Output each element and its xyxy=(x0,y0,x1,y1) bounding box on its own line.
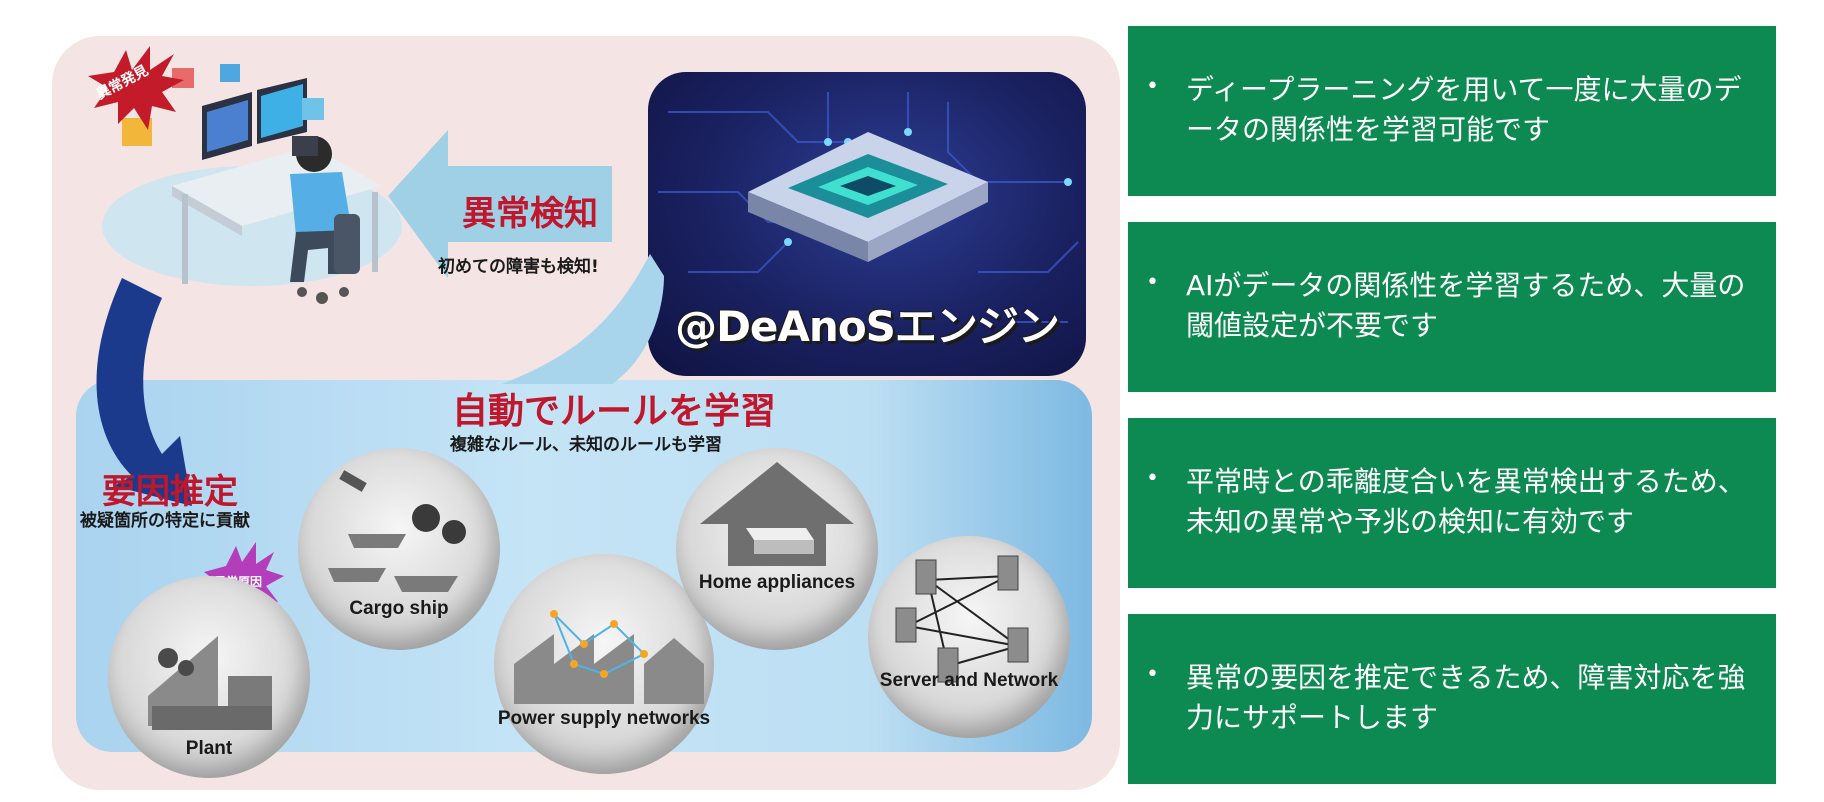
power-grid-icon xyxy=(514,610,704,704)
engine-name: @DeAnoSエンジン xyxy=(675,302,1060,351)
auto-learning-title: 自動でルールを学習 xyxy=(452,391,777,432)
domain-home-appliances-label: Home appliances xyxy=(698,572,856,593)
feature-text: 異常の要因を推定できるため、障害対応を強力にサポートします xyxy=(1186,661,1746,734)
domain-plant: Plant xyxy=(108,576,310,778)
bullet: • xyxy=(1146,74,1159,99)
cause-arrow xyxy=(96,278,192,506)
domain-power-supply-label: Power supply networks xyxy=(497,708,711,729)
anomaly-detection-subtitle: 初めての障害も検知! xyxy=(438,257,599,277)
domain-cargo-ship-label: Cargo ship xyxy=(349,598,449,619)
detection-arrow xyxy=(388,130,612,278)
plant-icon xyxy=(148,636,272,730)
domain-home-appliances: Home appliances xyxy=(676,448,878,650)
circuit-board-icon xyxy=(658,92,1079,323)
feature-text: AIがデータの関係性を学習するため、大量の閾値設定が不要です xyxy=(1186,269,1746,342)
cause-estimation-title: 要因推定 xyxy=(102,472,238,512)
feature-text: ディープラーニングを用いて一度に大量のデータの関係性を学習可能です xyxy=(1186,73,1742,146)
feature-text: 平常時との乖離度合いを異常検出するため、未知の異常や予兆の検知に有効です xyxy=(1186,465,1746,538)
bullet: • xyxy=(1146,270,1159,295)
cargo-ship-icon xyxy=(328,470,466,592)
domain-cargo-ship: Cargo ship xyxy=(298,448,500,650)
feature-box-deep-learning: • ディープラーニングを用いて一度に大量のデータの関係性を学習可能です xyxy=(1128,26,1776,196)
domain-power-supply: Power supply networks xyxy=(494,554,714,774)
cause-estimation-subtitle: 被疑箇所の特定に貢献 xyxy=(80,511,250,531)
server-network-icon xyxy=(895,555,1029,683)
learning-arrow xyxy=(502,254,664,384)
bullet: • xyxy=(1146,662,1159,687)
anomaly-found-burst xyxy=(88,46,184,130)
home-appliance-icon xyxy=(700,462,854,566)
anomaly-detection-title: 異常検知 xyxy=(462,194,598,234)
bullet: • xyxy=(1146,466,1159,491)
feature-box-no-threshold: • AIがデータの関係性を学習するため、大量の閾値設定が不要です xyxy=(1128,222,1776,392)
feature-box-cause-estimation: • 異常の要因を推定できるため、障害対応を強力にサポートします xyxy=(1128,614,1776,784)
anomaly-detection-diagram: @DeAnoSエンジン xyxy=(52,36,1120,790)
auto-learning-subtitle: 複雑なルール、未知のルールも学習 xyxy=(450,435,722,455)
domain-server-network-label: Server and Network xyxy=(879,670,1059,691)
workstation-illustration xyxy=(102,64,402,304)
engine-card: @DeAnoSエンジン xyxy=(648,72,1086,376)
domain-server-network: Server and Network xyxy=(868,536,1070,738)
domain-plant-label: Plant xyxy=(185,738,233,759)
feature-box-unknown-anomalies: • 平常時との乖離度合いを異常検出するため、未知の異常や予兆の検知に有効です xyxy=(1128,418,1776,588)
